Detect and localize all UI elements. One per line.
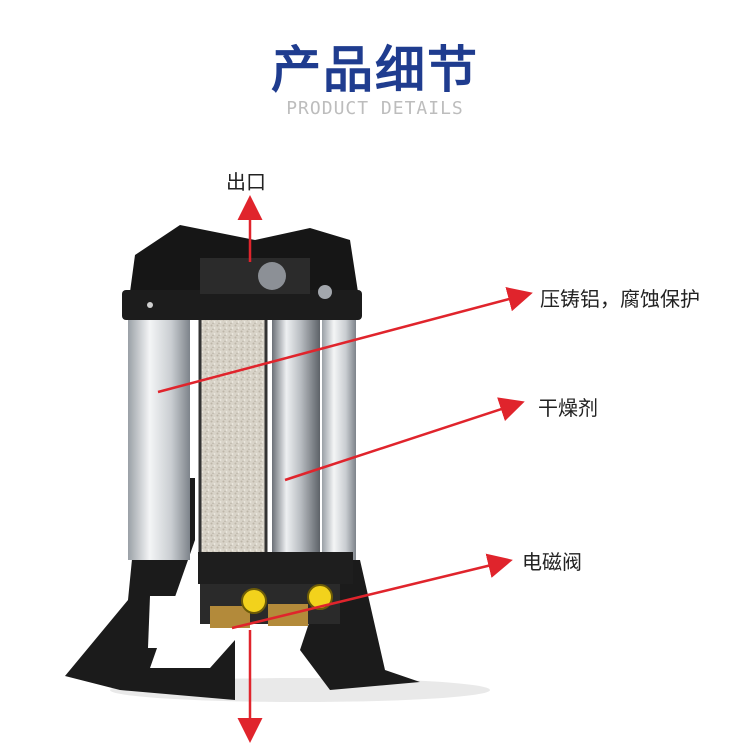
housing-left bbox=[128, 310, 190, 560]
label-valve: 电磁阀 bbox=[522, 550, 582, 574]
solenoid-valve-right bbox=[307, 584, 333, 610]
label-outlet: 出口 bbox=[226, 170, 266, 194]
housing-right bbox=[322, 310, 356, 560]
desiccant-column bbox=[198, 303, 268, 557]
top-head bbox=[122, 225, 362, 320]
inner-cylinder bbox=[272, 298, 320, 560]
page-title: 产品细节 bbox=[271, 41, 479, 99]
desiccant-callout-line bbox=[284, 397, 525, 482]
housing-callout-line bbox=[157, 287, 533, 394]
valve-callout-line bbox=[231, 553, 513, 630]
page-subtitle: PRODUCT DETAILS bbox=[286, 98, 464, 119]
label-housing: 压铸铝，腐蚀保护 bbox=[540, 287, 700, 311]
solenoid-valve-left bbox=[241, 588, 267, 614]
label-desiccant: 干燥剂 bbox=[538, 396, 598, 420]
